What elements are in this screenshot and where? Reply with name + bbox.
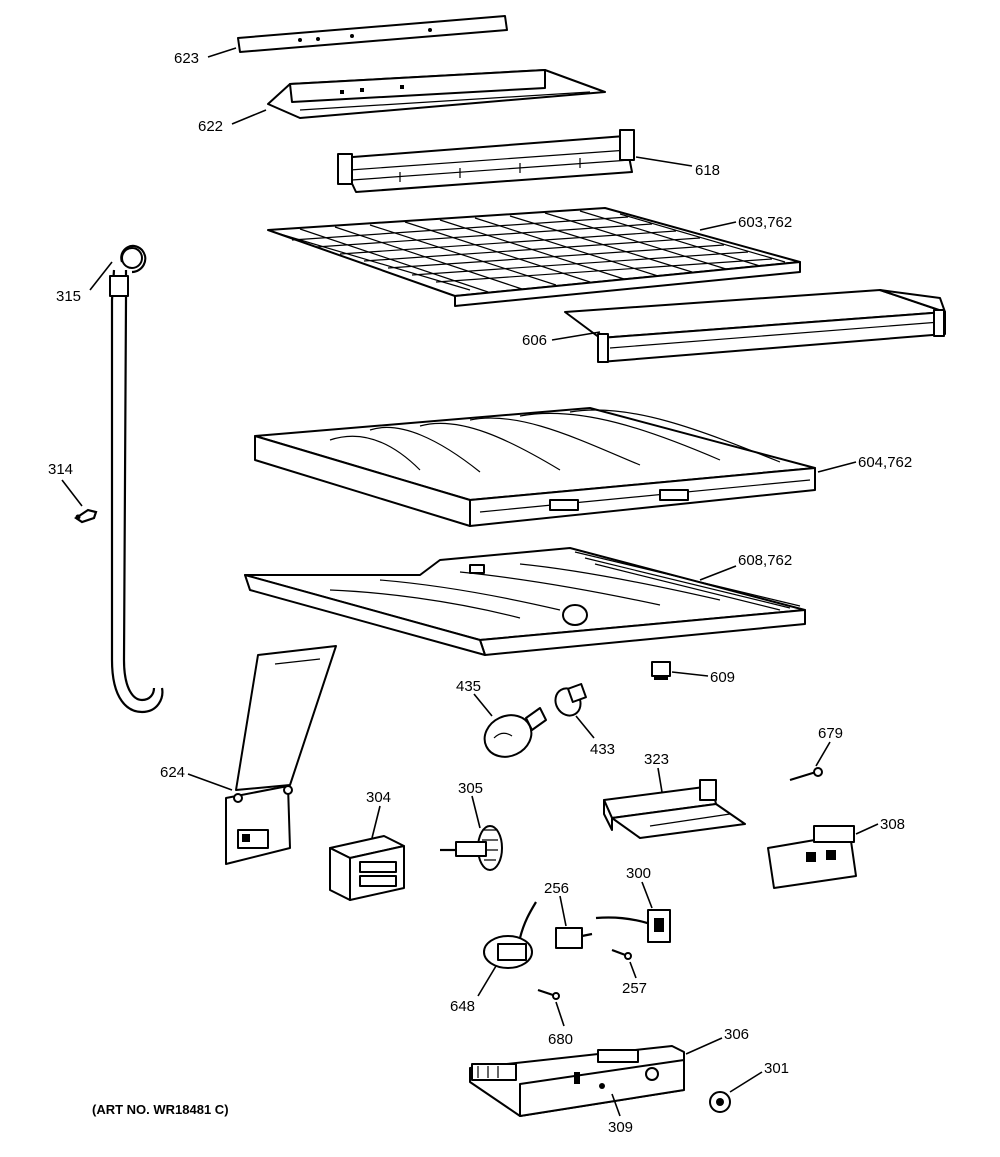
part-603-shelf (267, 207, 801, 307)
leader-315 (89, 261, 113, 291)
part-314-clip (74, 508, 98, 524)
callout-680: 680 (548, 1031, 573, 1048)
leader-314 (61, 479, 83, 507)
leader-679 (815, 741, 831, 767)
callout-608: 608,762 (738, 552, 792, 569)
leader-304 (371, 805, 381, 839)
callout-304: 304 (366, 789, 391, 806)
leader-606 (551, 331, 601, 341)
leader-622 (231, 109, 267, 125)
part-300-overload (595, 909, 671, 943)
callout-606: 606 (522, 332, 547, 349)
callout-309: 309 (608, 1119, 633, 1136)
art-number: (ART NO. WR18481 C) (92, 1102, 229, 1117)
part-608-pan (244, 547, 806, 656)
leader-608 (699, 565, 737, 581)
leader-648 (477, 965, 497, 997)
leader-623 (207, 47, 237, 58)
leader-603 (699, 221, 737, 231)
callout-435: 435 (456, 678, 481, 695)
leader-609 (671, 671, 709, 677)
leader-306 (685, 1037, 723, 1055)
part-256-relay (555, 927, 593, 949)
leader-604 (817, 461, 857, 473)
callout-256: 256 (544, 880, 569, 897)
part-305-knob (440, 825, 503, 871)
part-301-grommet (709, 1091, 731, 1113)
part-606-shelf (564, 289, 946, 363)
part-257-screw (611, 948, 632, 960)
part-435-bulb (483, 707, 547, 758)
leader-433 (575, 715, 595, 739)
part-433-socket (554, 683, 587, 717)
part-304-control (329, 835, 405, 901)
part-604-shelf-frame (254, 407, 816, 527)
leader-256 (559, 895, 567, 927)
callout-301: 301 (764, 1060, 789, 1077)
callout-306: 306 (724, 1026, 749, 1043)
callout-679: 679 (818, 725, 843, 742)
part-306-bracket (469, 1045, 685, 1117)
part-680-screw (537, 988, 560, 1000)
callout-433: 433 (590, 741, 615, 758)
callout-604: 604,762 (858, 454, 912, 471)
callout-623: 623 (174, 50, 199, 67)
callout-257: 257 (622, 980, 647, 997)
callout-305: 305 (458, 780, 483, 797)
callout-323: 323 (644, 751, 669, 768)
leader-301 (729, 1071, 763, 1093)
part-648-motor (483, 901, 537, 969)
part-623-strip (237, 15, 508, 53)
part-618-rail (337, 129, 635, 193)
leader-257 (629, 961, 637, 979)
part-624-bracket (225, 645, 337, 865)
callout-622: 622 (198, 118, 223, 135)
leader-435 (473, 693, 493, 717)
part-679-screw (789, 767, 823, 782)
part-609-connector (651, 661, 671, 680)
callout-603: 603,762 (738, 214, 792, 231)
leader-680 (555, 1001, 565, 1027)
leader-305 (471, 795, 481, 829)
callout-308: 308 (880, 816, 905, 833)
leader-624 (187, 773, 233, 791)
leader-309 (611, 1093, 621, 1117)
callout-624: 624 (160, 764, 185, 781)
leader-323 (657, 767, 663, 793)
callout-300: 300 (626, 865, 651, 882)
callout-648: 648 (450, 998, 475, 1015)
leader-618 (635, 156, 693, 167)
leader-300 (641, 881, 653, 909)
part-308-bracket (767, 825, 857, 889)
callout-609: 609 (710, 669, 735, 686)
part-622-cover (267, 69, 606, 119)
part-323-housing (603, 779, 746, 839)
callout-314: 314 (48, 461, 73, 478)
callout-315: 315 (56, 288, 81, 305)
part-315-drain-tube (109, 244, 164, 714)
leader-308 (855, 823, 879, 835)
callout-618: 618 (695, 162, 720, 179)
